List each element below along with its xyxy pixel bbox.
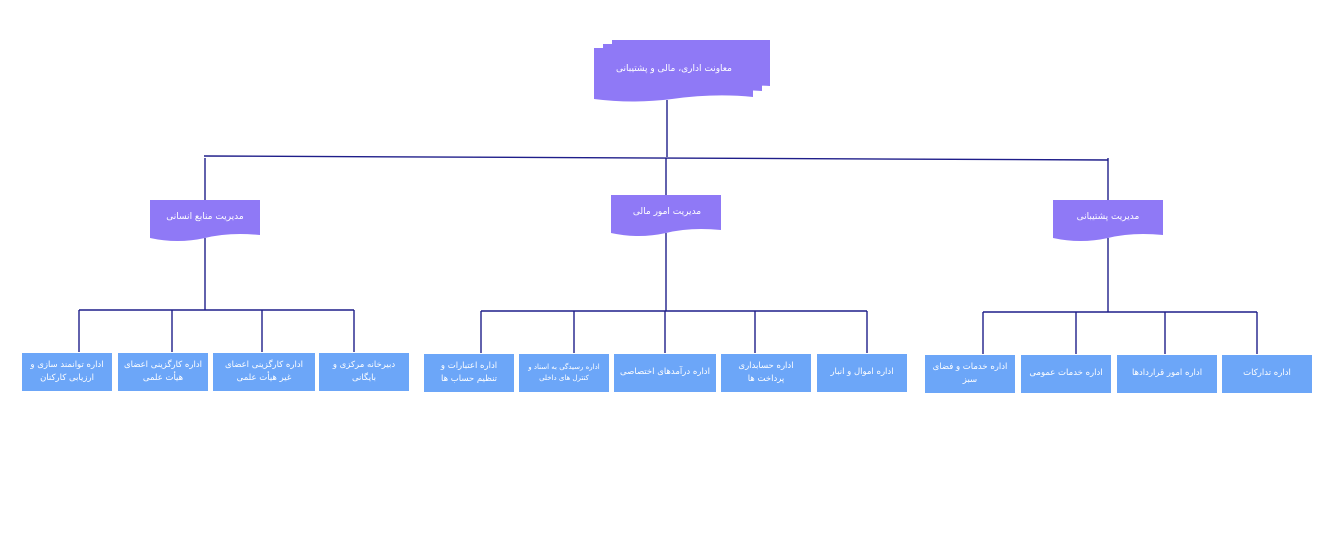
department-node[interactable]: اداره رسیدگی به اسناد و کنترل های داخلی: [519, 354, 609, 392]
department-label: اداره رسیدگی به اسناد و کنترل های داخلی: [528, 363, 600, 382]
department-node[interactable]: دبیرخانه مرکزی و بایگانی: [319, 353, 409, 391]
department-node[interactable]: اداره اموال و انبار: [817, 354, 907, 392]
department-label: اداره اموال و انبار: [830, 367, 894, 378]
manager-label: مدیریت امور مالی: [632, 207, 702, 218]
department-label: اداره تدارکات: [1243, 368, 1291, 379]
connector-lines: [78, 100, 1258, 354]
department-label: اداره درآمدهای اختصاصی: [620, 367, 710, 378]
manager-shape: [611, 195, 721, 236]
node-shapes: [150, 40, 1163, 241]
department-node[interactable]: اداره حسابداری پرداخت ها: [721, 354, 811, 392]
department-node[interactable]: اداره خدمات و فضای سبز: [925, 355, 1015, 393]
department-node[interactable]: اداره اعتبارات و تنظیم حساب ها: [424, 354, 514, 392]
department-label: اداره کارگزینی اعضای غیر هیأت علمی: [224, 359, 303, 383]
manager-label: مدیریت پشتیبانی: [1076, 212, 1140, 223]
manager-node-finance[interactable]: مدیریت امور مالی: [612, 198, 722, 228]
department-label: اداره خدمات و فضای سبز: [932, 361, 1008, 385]
department-node[interactable]: اداره خدمات عمومی: [1021, 355, 1111, 393]
department-node[interactable]: اداره کارگزینی اعضای هیأت علمی: [118, 353, 208, 391]
manager-label: مدیریت منابع انسانی: [166, 212, 244, 223]
department-label: اداره کارگزینی اعضای هیأت علمی: [123, 359, 202, 383]
department-node[interactable]: اداره توانمند سازی و ارزیابی کارکنان: [22, 353, 112, 391]
manager-node-hr[interactable]: مدیریت منابع انسانی: [150, 203, 260, 233]
root-node[interactable]: معاونت اداری، مالی و پشتیبانی: [594, 48, 754, 92]
manager-node-support[interactable]: مدیریت پشتیبانی: [1053, 203, 1163, 233]
department-label: اداره حسابداری پرداخت ها: [738, 360, 794, 384]
connector-line: [203, 155, 1109, 161]
department-label: اداره توانمند سازی و ارزیابی کارکنان: [30, 359, 104, 383]
root-label: معاونت اداری، مالی و پشتیبانی: [616, 64, 732, 75]
manager-shape: [150, 200, 260, 241]
department-label: اداره اعتبارات و تنظیم حساب ها: [440, 360, 498, 384]
department-label: اداره خدمات عمومی: [1029, 368, 1103, 379]
department-label: دبیرخانه مرکزی و بایگانی: [332, 359, 396, 383]
department-node[interactable]: اداره امور قراردادها: [1117, 355, 1217, 393]
department-node[interactable]: اداره کارگزینی اعضای غیر هیأت علمی: [213, 353, 315, 391]
root-shape: [594, 48, 753, 102]
department-node[interactable]: اداره تدارکات: [1222, 355, 1312, 393]
department-label: اداره امور قراردادها: [1131, 368, 1203, 379]
department-node[interactable]: اداره درآمدهای اختصاصی: [614, 354, 716, 392]
manager-shape: [1053, 200, 1163, 241]
